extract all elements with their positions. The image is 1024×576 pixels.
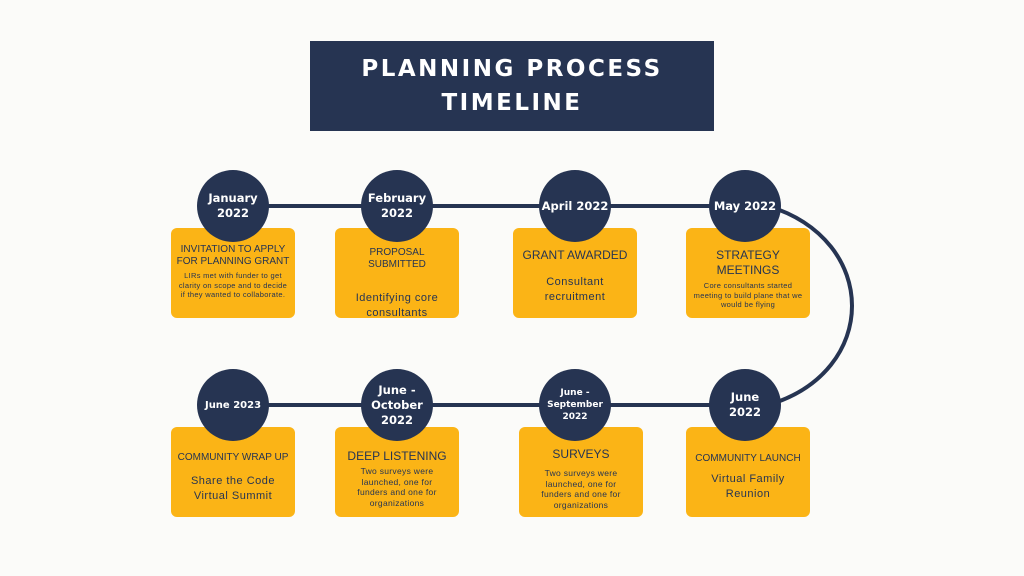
node-date-line: September: [547, 400, 603, 410]
milestone-card-surveys: SURVEYS Two surveys were launched, one f…: [519, 427, 643, 517]
curve-connector: [767, 204, 854, 407]
card-heading: STRATEGY MEETINGS: [716, 248, 780, 277]
node-date-line: February: [367, 191, 427, 205]
node-date-line: June 2023: [204, 399, 262, 411]
milestone-node-february-2022: February 2022: [361, 170, 433, 242]
node-date-line: January: [208, 191, 258, 205]
card-description: Consultant recruitment: [544, 276, 606, 303]
card-heading: COMMUNITY WRAP UP: [177, 452, 289, 463]
node-date-line: April 2022: [541, 198, 609, 213]
node-date-line: June: [730, 390, 760, 404]
card-description: Two surveys were launched, one for funde…: [357, 466, 437, 508]
milestone-card-invitation: INVITATION TO APPLY FOR PLANNING GRANT L…: [171, 228, 295, 318]
milestone-card-deep-listening: DEEP LISTENING Two surveys were launched…: [335, 427, 459, 517]
card-description: Two surveys were launched, one for funde…: [541, 468, 621, 510]
title-line-1: PLANNING PROCESS: [361, 56, 663, 82]
milestone-node-january-2022: January 2022: [197, 170, 269, 242]
milestone-node-june-october-2022: June - October 2022: [361, 369, 433, 441]
title-line-2: TIMELINE: [441, 90, 583, 116]
card-description: Virtual Family Reunion: [711, 473, 785, 500]
card-description: LIRs met with funder to get clarity on s…: [178, 271, 288, 299]
card-description: Share the Code Virtual Summit: [190, 475, 276, 502]
node-date-line: 2022: [562, 412, 588, 422]
node-date-line: 2022: [728, 405, 761, 419]
card-heading: PROPOSAL SUBMITTED: [368, 247, 426, 270]
card-heading: DEEP LISTENING: [347, 449, 447, 463]
node-date-line: 2022: [380, 206, 413, 220]
node-date-line: June -: [378, 382, 416, 397]
milestone-node-april-2022: April 2022: [539, 170, 611, 242]
card-heading: GRANT AWARDED: [522, 248, 628, 262]
milestone-card-community-wrap-up: COMMUNITY WRAP UP Share the Code Virtual…: [171, 427, 295, 517]
node-date-line: 2022: [380, 412, 413, 427]
milestone-node-june-2023: June 2023: [197, 369, 269, 441]
card-heading: SURVEYS: [552, 447, 610, 461]
milestone-card-proposal: PROPOSAL SUBMITTED Identifying core cons…: [335, 228, 459, 319]
node-date-line: 2022: [216, 206, 249, 220]
milestone-card-community-launch: COMMUNITY LAUNCH Virtual Family Reunion: [686, 427, 810, 517]
milestone-card-grant-awarded: GRANT AWARDED Consultant recruitment: [513, 228, 637, 318]
milestone-node-june-2022: June 2022: [709, 369, 781, 441]
node-date-line: October: [371, 397, 423, 412]
card-description: Identifying core consultants: [355, 292, 439, 319]
title-banner: PLANNING PROCESS TIMELINE: [310, 41, 714, 131]
node-date-line: June -: [560, 388, 590, 398]
card-heading: COMMUNITY LAUNCH: [695, 453, 801, 464]
milestone-node-june-september-2022: June - September 2022: [539, 369, 611, 441]
milestone-node-may-2022: May 2022: [709, 170, 781, 242]
milestone-card-strategy-meetings: STRATEGY MEETINGS Core consultants start…: [686, 228, 810, 318]
card-heading: INVITATION TO APPLY FOR PLANNING GRANT: [176, 244, 290, 267]
node-date-line: May 2022: [713, 198, 777, 213]
card-description: Core consultants started meeting to buil…: [693, 281, 803, 309]
